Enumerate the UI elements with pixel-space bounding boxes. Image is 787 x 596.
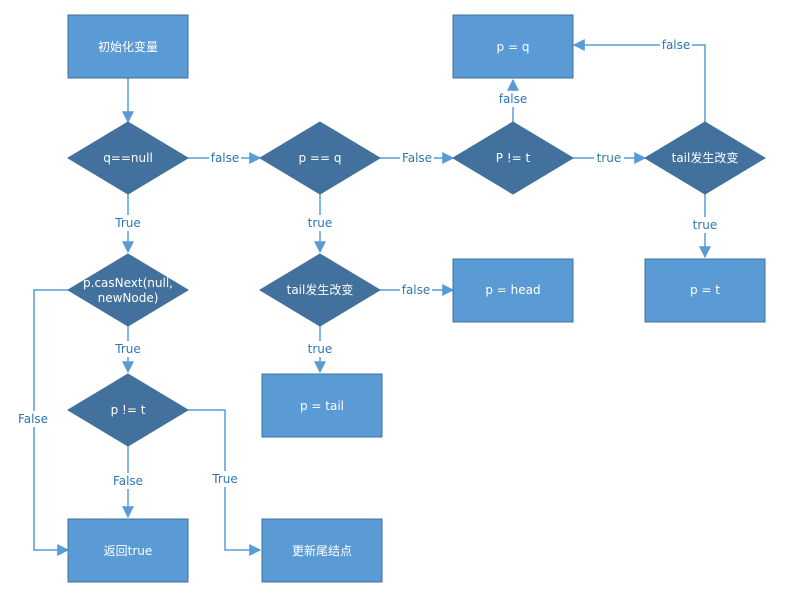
node-p-assign-tail: p = tail: [261, 373, 383, 438]
edge-label-cas-true: True: [114, 342, 141, 356]
node-return-true-label: 返回true: [104, 544, 153, 558]
edge-label-pneqt-top-false: false: [499, 92, 528, 106]
node-return-true: 返回true: [67, 518, 189, 583]
edge-label-peqq-false: False: [402, 151, 432, 165]
edge-label-peqq-true: true: [308, 216, 333, 230]
node-p-neq-t-top-label: P != t: [496, 151, 531, 165]
node-p-assign-q-label: p = q: [497, 40, 530, 54]
node-cas-next-label-line2: newNode): [98, 291, 159, 305]
node-p-neq-t-bottom-label: p != t: [111, 403, 146, 417]
node-p-eq-q-label: p == q: [299, 151, 342, 165]
node-p-assign-head: p = head: [452, 258, 574, 323]
edge-tailright-to-passignq: [572, 39, 706, 122]
edge-label-cas-false: False: [18, 412, 48, 426]
edge-labels: false True False true false true false t…: [16, 37, 720, 489]
node-q-null-label: q==null: [103, 151, 153, 165]
node-p-eq-q: p == q: [259, 121, 381, 195]
decision-diamonds: q==null p == q P != t tail发生改变 tail发生改变 …: [67, 121, 766, 447]
node-p-assign-head-label: p = head: [485, 283, 540, 297]
edge-label-tailmid-true: true: [308, 342, 333, 356]
node-update-tail-label: 更新尾结点: [292, 543, 352, 558]
node-tail-changed-right: tail发生改变: [644, 121, 766, 195]
edge-label-pneqt-bottom-true: True: [211, 472, 238, 486]
edge-label-tailright-false: false: [662, 38, 691, 52]
edge-label-qnull-false: false: [211, 151, 240, 165]
node-p-assign-t: p = t: [644, 258, 766, 323]
node-update-tail: 更新尾结点: [261, 518, 383, 583]
node-cas-next-label-line1: p.casNext(null,: [83, 276, 173, 290]
node-p-neq-t-top: P != t: [452, 121, 574, 195]
node-init: 初始化变量: [67, 14, 189, 79]
node-p-assign-t-label: p = t: [690, 283, 720, 297]
node-tail-changed-mid-label: tail发生改变: [287, 282, 354, 297]
node-tail-changed-mid: tail发生改变: [259, 253, 381, 327]
edge-label-qnull-true: True: [114, 216, 141, 230]
node-cas-next: p.casNext(null, newNode): [67, 253, 189, 327]
node-tail-changed-right-label: tail发生改变: [672, 150, 739, 165]
node-p-assign-tail-label: p = tail: [300, 399, 344, 413]
edge-label-pneqt-top-true: true: [597, 151, 622, 165]
node-p-neq-t-bottom: p != t: [67, 373, 189, 447]
edge-label-tailmid-false: false: [402, 283, 431, 297]
edge-label-tailright-true: true: [693, 218, 718, 232]
node-init-label: 初始化变量: [98, 39, 158, 54]
node-q-null: q==null: [67, 121, 189, 195]
edge-label-pneqt-bottom-false: False: [113, 474, 143, 488]
node-p-assign-q: p = q: [452, 14, 574, 79]
process-boxes: 初始化变量 p = q p = t p = head p = tail 返回tr…: [67, 14, 766, 583]
